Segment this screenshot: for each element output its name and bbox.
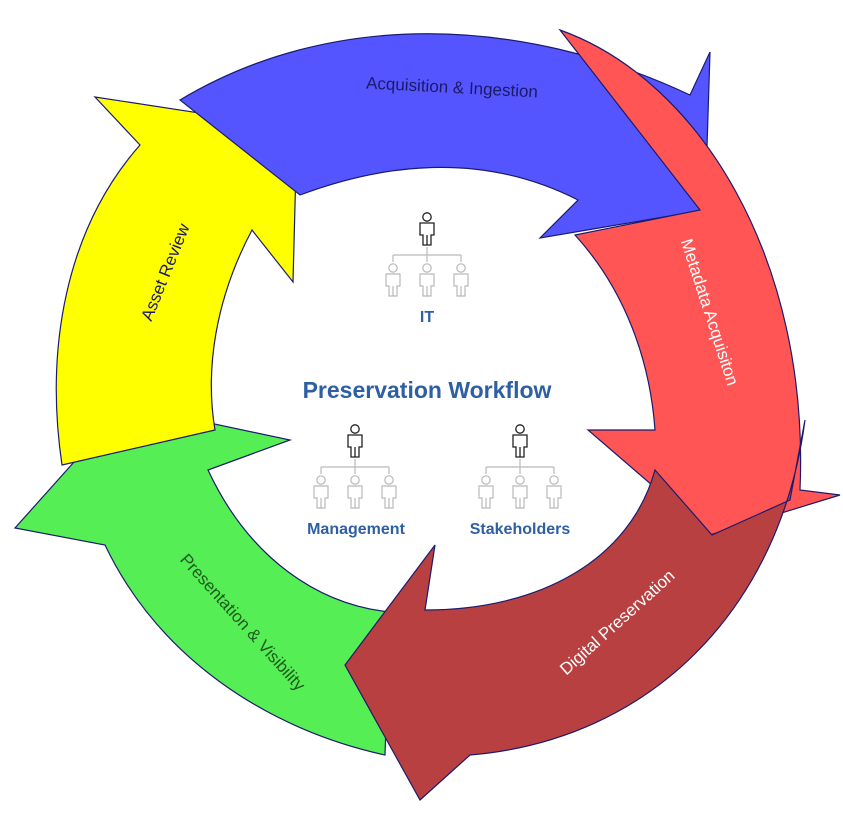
org-chart-icon — [313, 424, 397, 509]
stage-arrow-asset-review — [55, 96, 298, 466]
diagram-title: Preservation Workflow — [303, 377, 552, 403]
stage-arrow-digital-preservation — [344, 419, 806, 801]
org-chart-icon — [385, 212, 469, 297]
group-stakeholders: Stakeholders — [470, 424, 571, 538]
stage-arrow-metadata — [558, 28, 841, 536]
group-label-management: Management — [307, 521, 405, 538]
stage-arrow-acquisition — [178, 33, 711, 239]
group-it: IT — [385, 212, 469, 326]
org-chart-icon — [478, 424, 562, 509]
stage-arrow-presentation — [13, 404, 391, 756]
cycle-arrows — [13, 28, 841, 801]
group-label-stakeholders: Stakeholders — [470, 521, 571, 538]
group-label-it: IT — [420, 309, 434, 326]
group-management: Management — [307, 424, 406, 538]
